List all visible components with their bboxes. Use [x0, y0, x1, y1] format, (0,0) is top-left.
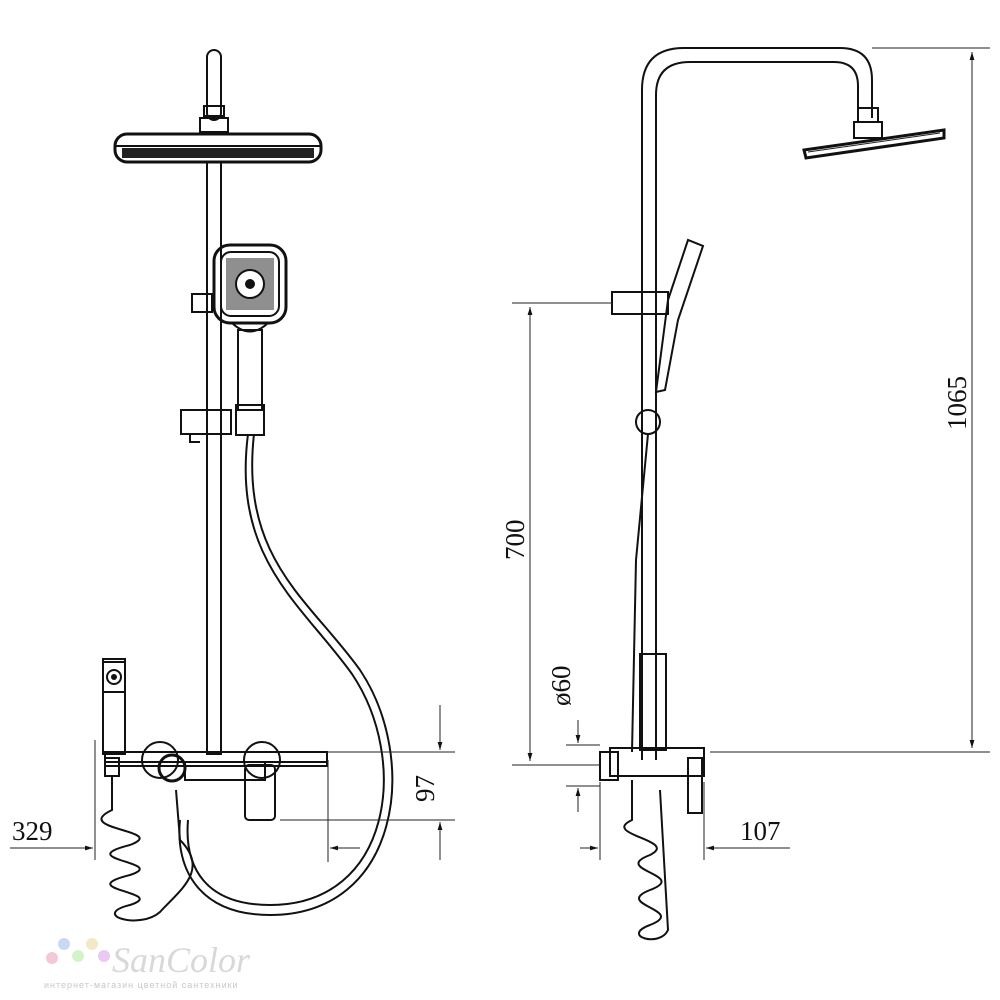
front-coil-hose	[100, 776, 194, 922]
front-view	[100, 49, 394, 922]
dim-label-diameter-60: ø60	[546, 666, 576, 707]
watermark-dots-logo	[46, 938, 110, 964]
watermark-tagline: интернет-магазин цветной сантехники	[44, 980, 239, 990]
side-rain-head	[802, 128, 946, 160]
side-mixer	[609, 747, 705, 777]
watermark-brand: SanColor	[112, 940, 251, 980]
front-rain-shower-head	[113, 132, 323, 164]
dim-label-700: 700	[500, 520, 530, 561]
dim-label-1065: 1065	[942, 376, 972, 430]
front-slider	[180, 409, 232, 435]
dimension-lines	[10, 47, 990, 862]
side-holder	[611, 291, 669, 315]
front-shower-hose	[178, 433, 394, 917]
front-bidet-sprayer	[102, 658, 126, 755]
dim-label-107: 107	[740, 816, 781, 846]
front-top-pipe	[206, 49, 222, 121]
side-hand-shower	[654, 238, 705, 394]
front-vertical-bar	[206, 161, 222, 755]
front-mixer	[104, 741, 328, 821]
sancolor-watermark: SanColor интернет-магазин цветной сантех…	[44, 938, 251, 990]
side-view	[599, 47, 946, 941]
dim-label-97: 97	[410, 775, 440, 802]
side-arm	[641, 47, 873, 760]
dim-label-329: 329	[12, 816, 53, 846]
side-coil-hose	[623, 780, 670, 941]
front-hand-shower	[191, 243, 288, 436]
